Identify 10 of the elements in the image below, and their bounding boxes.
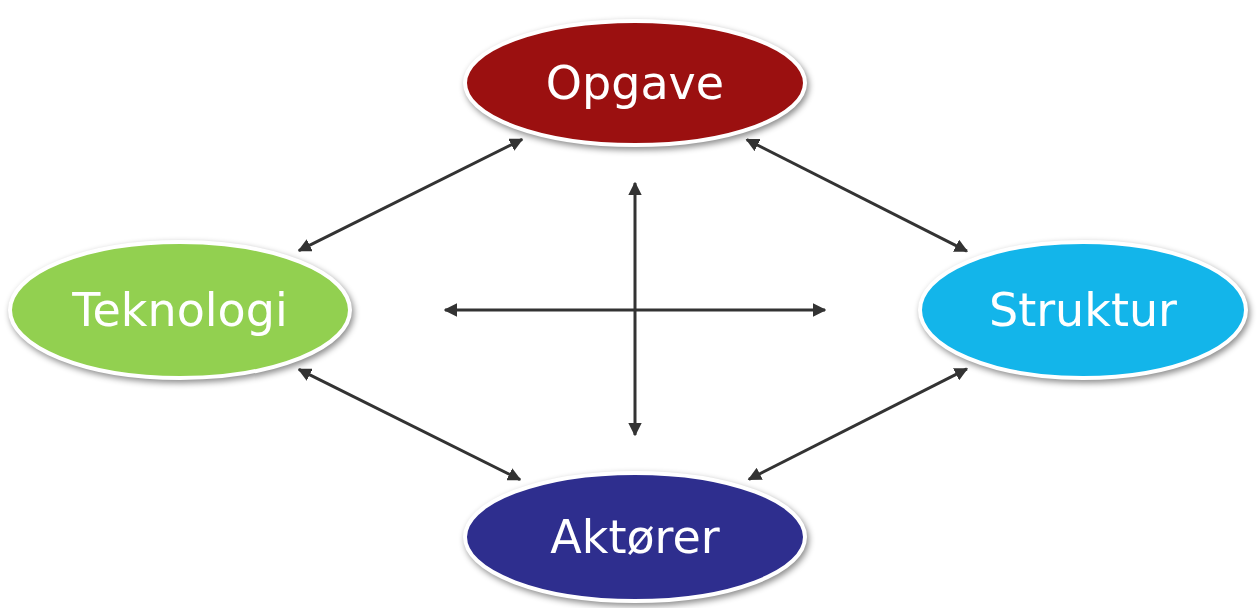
node-label: Aktører xyxy=(550,510,720,564)
node-label: Teknologi xyxy=(72,283,288,337)
double-arrow xyxy=(745,138,969,253)
double-arrow xyxy=(747,367,969,481)
node-label: Opgave xyxy=(545,56,725,110)
double-arrow xyxy=(297,137,524,253)
double-arrow xyxy=(443,303,827,317)
double-arrow xyxy=(297,367,522,481)
double-arrow xyxy=(628,181,642,437)
node-label: Struktur xyxy=(988,283,1177,337)
